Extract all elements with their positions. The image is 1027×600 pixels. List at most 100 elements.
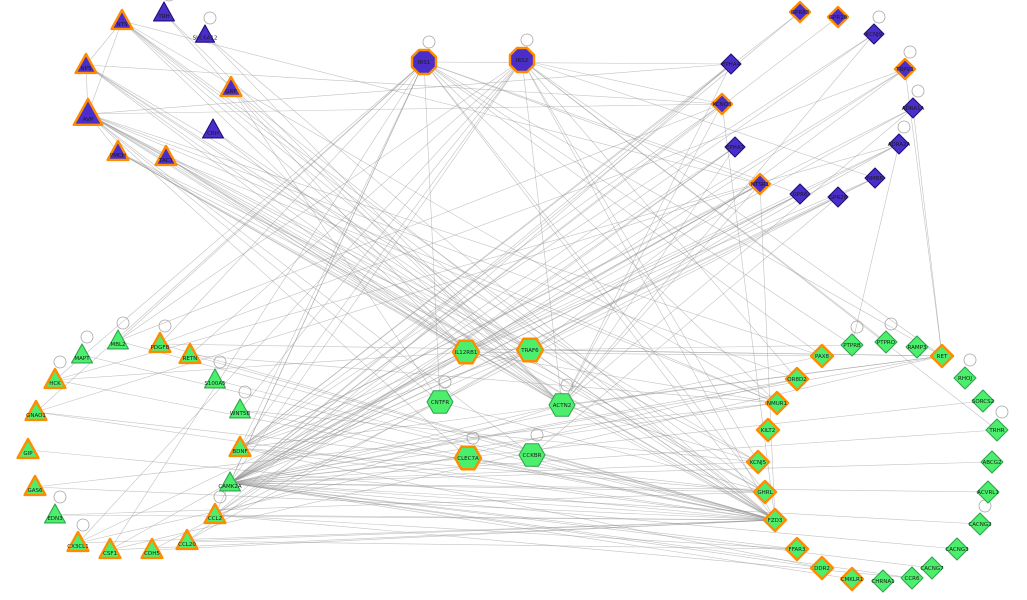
node-label: CAMK2A — [218, 484, 241, 490]
edge — [467, 457, 776, 521]
node-CSF1[interactable] — [98, 537, 122, 560]
node-SORCS2[interactable] — [971, 389, 995, 413]
node-CX3CL1[interactable] — [66, 530, 90, 553]
node-CCR6[interactable] — [900, 566, 924, 590]
edge — [239, 33, 875, 449]
node-RETN[interactable] — [178, 342, 202, 365]
node-ACVRL1[interactable] — [976, 480, 1000, 504]
node-CLEC7A[interactable] — [453, 445, 483, 471]
node-label: NTSR1 — [751, 182, 769, 188]
node-label: TRHR — [988, 428, 1004, 434]
node-PAX8[interactable] — [809, 343, 835, 369]
node-IRS1[interactable] — [410, 48, 438, 76]
node-CMKLR1[interactable] — [839, 566, 865, 592]
node-CCL2[interactable] — [203, 502, 227, 525]
node-AVP[interactable] — [72, 97, 104, 127]
node-EDN3[interactable] — [43, 503, 66, 524]
edge — [529, 349, 943, 357]
node-ADRA2A[interactable] — [888, 133, 910, 155]
node-CRH[interactable] — [202, 118, 224, 139]
node-GAS6[interactable] — [23, 474, 47, 497]
node-label: HCK — [49, 381, 61, 387]
node-ADRA1A[interactable] — [902, 97, 924, 119]
node-CHRNA1[interactable] — [871, 569, 895, 593]
node-KCNQ3[interactable] — [710, 92, 734, 116]
node-GPR6[interactable] — [789, 183, 811, 205]
node-BDNF[interactable] — [228, 435, 252, 458]
edge — [229, 177, 876, 484]
node-NMBR[interactable] — [864, 167, 886, 189]
node-RAMP3[interactable] — [905, 335, 929, 359]
node-GPR83[interactable] — [788, 0, 812, 24]
node-KCNJ9[interactable] — [863, 23, 885, 45]
node-RET[interactable] — [929, 343, 955, 369]
node-ACTN2[interactable] — [548, 393, 576, 417]
edge — [229, 63, 732, 484]
self-loop-edge — [53, 490, 67, 504]
node-CNTFR[interactable] — [426, 390, 454, 414]
node-TRAF6[interactable] — [515, 337, 545, 363]
node-NMUR1[interactable] — [764, 390, 790, 416]
node-MAPT[interactable] — [71, 343, 93, 364]
node-GHRL[interactable] — [752, 479, 778, 505]
edge — [54, 61, 425, 381]
node-OR8D2[interactable] — [784, 366, 810, 392]
node-CACNG2[interactable] — [968, 512, 992, 536]
node-CACNG3[interactable] — [945, 537, 969, 561]
node-FZD3[interactable] — [762, 507, 788, 533]
node-WNT5B[interactable] — [229, 398, 251, 419]
node-label: ACVRL1 — [977, 490, 999, 496]
edge — [423, 61, 801, 195]
self-loop-edge — [884, 317, 898, 331]
node-SLC6A12[interactable] — [194, 24, 216, 43]
node-CCL20[interactable] — [175, 528, 199, 551]
edge — [77, 519, 776, 544]
node-label: TRAF6 — [520, 348, 539, 354]
node-CDH5[interactable] — [140, 537, 164, 560]
node-RHOJ[interactable] — [953, 366, 977, 390]
node-CAMK2A[interactable] — [219, 471, 241, 492]
node-GPR19[interactable] — [826, 5, 850, 29]
node-IRS2[interactable] — [508, 46, 536, 74]
node-GPR26[interactable] — [827, 186, 849, 208]
node-HCK[interactable] — [43, 367, 67, 390]
edge — [85, 64, 531, 351]
node-NTSR1[interactable] — [748, 172, 772, 196]
node-PTPRO[interactable] — [874, 330, 898, 354]
node-FFAR3[interactable] — [784, 536, 810, 562]
node-PDGFB[interactable] — [148, 331, 172, 354]
node-label: AVP — [83, 117, 94, 123]
node-label: TRPV1 — [895, 67, 914, 73]
node-TRPV1[interactable] — [893, 57, 917, 81]
edge — [561, 355, 943, 406]
node-KILT2[interactable] — [755, 417, 781, 443]
node-EPHA7[interactable] — [724, 136, 746, 158]
node-NPS[interactable] — [74, 52, 98, 75]
edge — [214, 514, 913, 579]
node-GNAO1[interactable] — [24, 399, 48, 422]
node-KCNJ5[interactable] — [745, 449, 771, 475]
edge — [214, 514, 776, 521]
edge — [109, 519, 776, 551]
node-GRP[interactable] — [219, 75, 243, 98]
node-DDR2[interactable] — [809, 555, 835, 581]
node-MBL2[interactable] — [107, 329, 129, 350]
node-S100A5[interactable] — [204, 368, 226, 389]
node-label: S100A5 — [204, 381, 226, 387]
node-GIP[interactable] — [16, 437, 40, 460]
node-IL12RB1[interactable] — [451, 339, 481, 365]
node-PTPRB[interactable] — [840, 333, 864, 357]
node-CACNG7[interactable] — [920, 556, 944, 580]
node-TAC1[interactable] — [154, 144, 178, 167]
node-EPHA4[interactable] — [720, 53, 742, 75]
node-PMCH[interactable] — [106, 139, 130, 162]
node-CCKBR[interactable] — [518, 443, 546, 467]
edge — [531, 196, 839, 456]
node-TRH[interactable] — [153, 1, 175, 22]
edge — [151, 519, 776, 551]
node-NTS[interactable] — [110, 8, 134, 31]
edge — [239, 183, 761, 449]
node-label: CNTFR — [431, 400, 449, 406]
node-ABCG2[interactable] — [980, 450, 1004, 474]
node-TRHR[interactable] — [985, 418, 1009, 442]
